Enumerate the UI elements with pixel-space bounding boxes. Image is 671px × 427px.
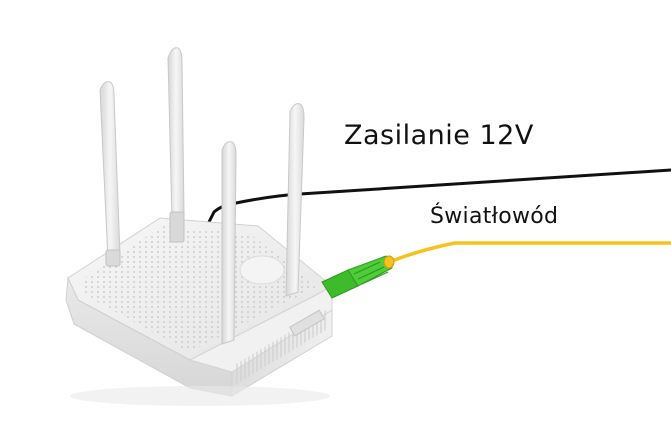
fiber-connector [321, 255, 395, 299]
fiber-cable [390, 241, 671, 263]
antenna-1 [99, 81, 121, 267]
fiber-optic-label: Światłowód [430, 204, 559, 229]
power-cable [204, 168, 671, 230]
antenna-3 [221, 141, 237, 345]
antenna-2 [167, 47, 185, 243]
power-supply-label: Zasilanie 12V [344, 120, 534, 151]
antenna-4 [239, 103, 305, 297]
